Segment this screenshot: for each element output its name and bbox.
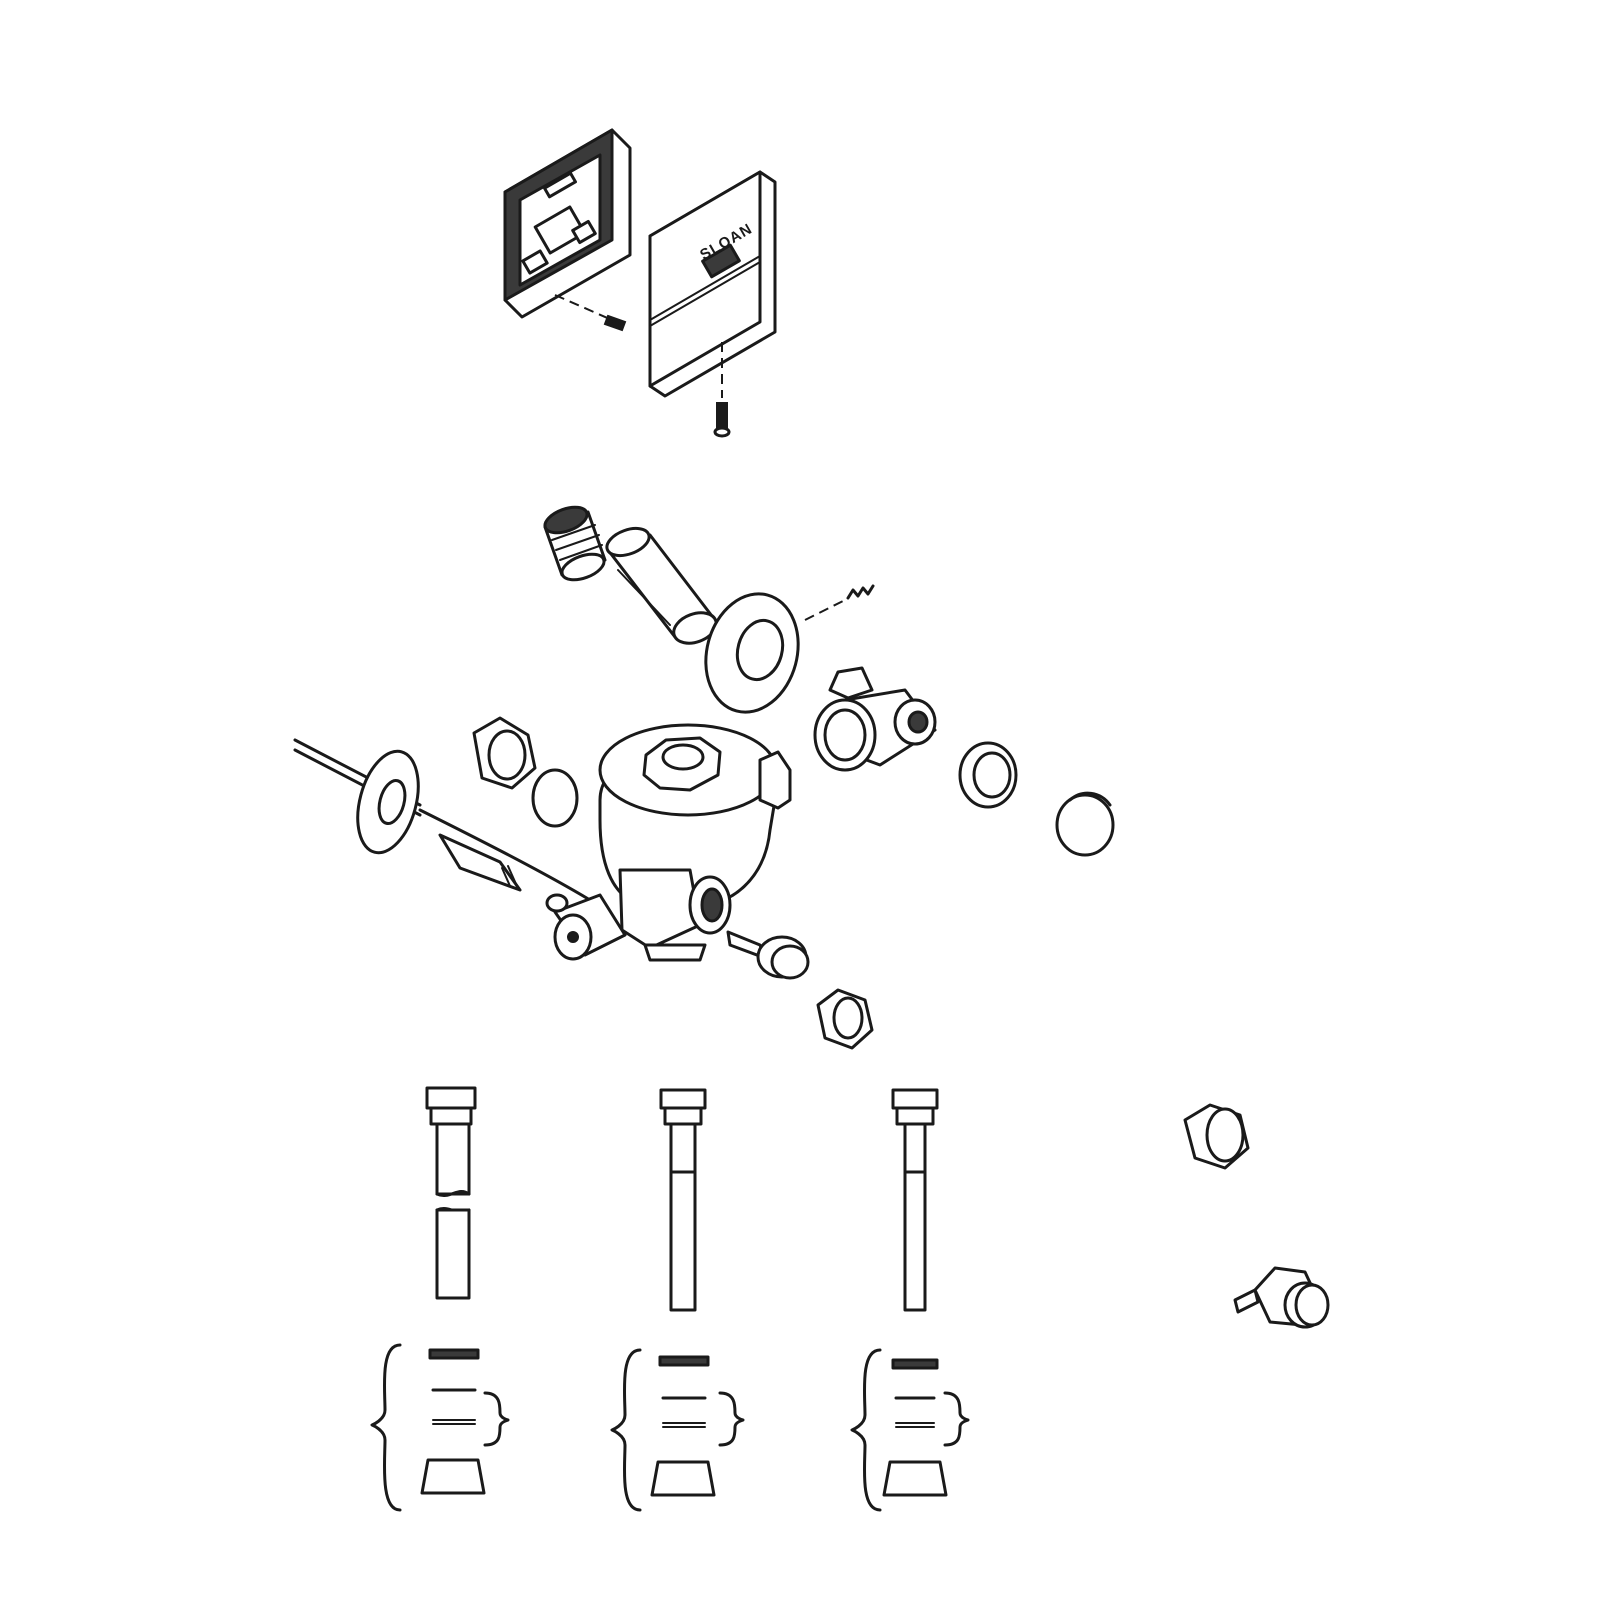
spud-kit-2 bbox=[610, 1348, 745, 1512]
control-stop-valve bbox=[813, 666, 937, 772]
solenoid-actuator bbox=[545, 893, 627, 961]
vacuum-breaker-tube-long bbox=[891, 1088, 939, 1312]
threaded-nipple bbox=[543, 505, 607, 582]
push-button-assembly bbox=[1233, 1266, 1330, 1329]
spud-kit-3 bbox=[850, 1348, 970, 1512]
hex-nut bbox=[816, 988, 874, 1050]
sensor-wall-plate bbox=[503, 128, 632, 319]
coupling-nut-right bbox=[958, 741, 1018, 809]
vacuum-breaker-tube-medium bbox=[659, 1088, 707, 1312]
flat-washer bbox=[531, 768, 579, 828]
wall-flange bbox=[704, 592, 800, 714]
screw-alignment-line bbox=[554, 294, 613, 321]
vacuum-breaker-tube-short bbox=[425, 1086, 477, 1300]
cable-escutcheon bbox=[356, 749, 420, 855]
spud-kit-1 bbox=[370, 1343, 510, 1512]
cover-tube bbox=[605, 526, 718, 645]
set-screw bbox=[846, 584, 875, 600]
cable-connector bbox=[438, 833, 522, 892]
flushometer-valve-body bbox=[598, 723, 792, 962]
gasket-cap bbox=[1055, 791, 1115, 857]
valve-cap bbox=[756, 935, 810, 980]
loose-hex-nut bbox=[1183, 1103, 1250, 1170]
sensor-cover: SLOAN bbox=[648, 170, 777, 398]
cover-screw bbox=[713, 402, 731, 438]
set-screw-alignment-line bbox=[804, 599, 846, 621]
mounting-screw bbox=[603, 314, 627, 332]
coupling-nut-left bbox=[472, 716, 537, 790]
